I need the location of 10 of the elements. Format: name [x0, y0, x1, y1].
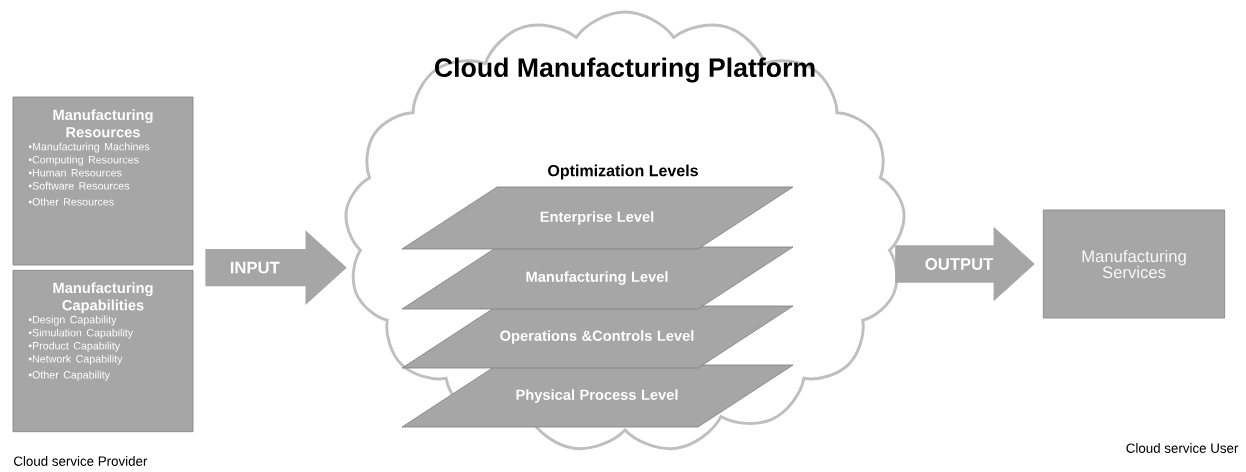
role-label: Cloud service Provider: [14, 456, 148, 466]
service-box: Manufacturing Services: [1042, 209, 1226, 319]
level-parallelogram: Enterprise Level: [401, 186, 794, 250]
role-label: Cloud service User: [1126, 443, 1239, 453]
resource-box: Manufacturing Capabilities •Design Capability •Simulation Capability •Product Capability •Network Capability •Other Capability: [12, 269, 194, 433]
level-parallelogram: Manufacturing Level: [401, 246, 794, 310]
diagram-title: Cloud Manufacturing Platform: [435, 57, 815, 83]
level-parallelogram: Physical Process Level: [401, 364, 794, 428]
level-parallelogram: Operations &Controls Level: [401, 305, 794, 369]
resource-box: Manufacturing Resources •Manufacturing Machines •Computing Resources •Human Resources •Software Resources •Other Resources: [12, 96, 194, 266]
